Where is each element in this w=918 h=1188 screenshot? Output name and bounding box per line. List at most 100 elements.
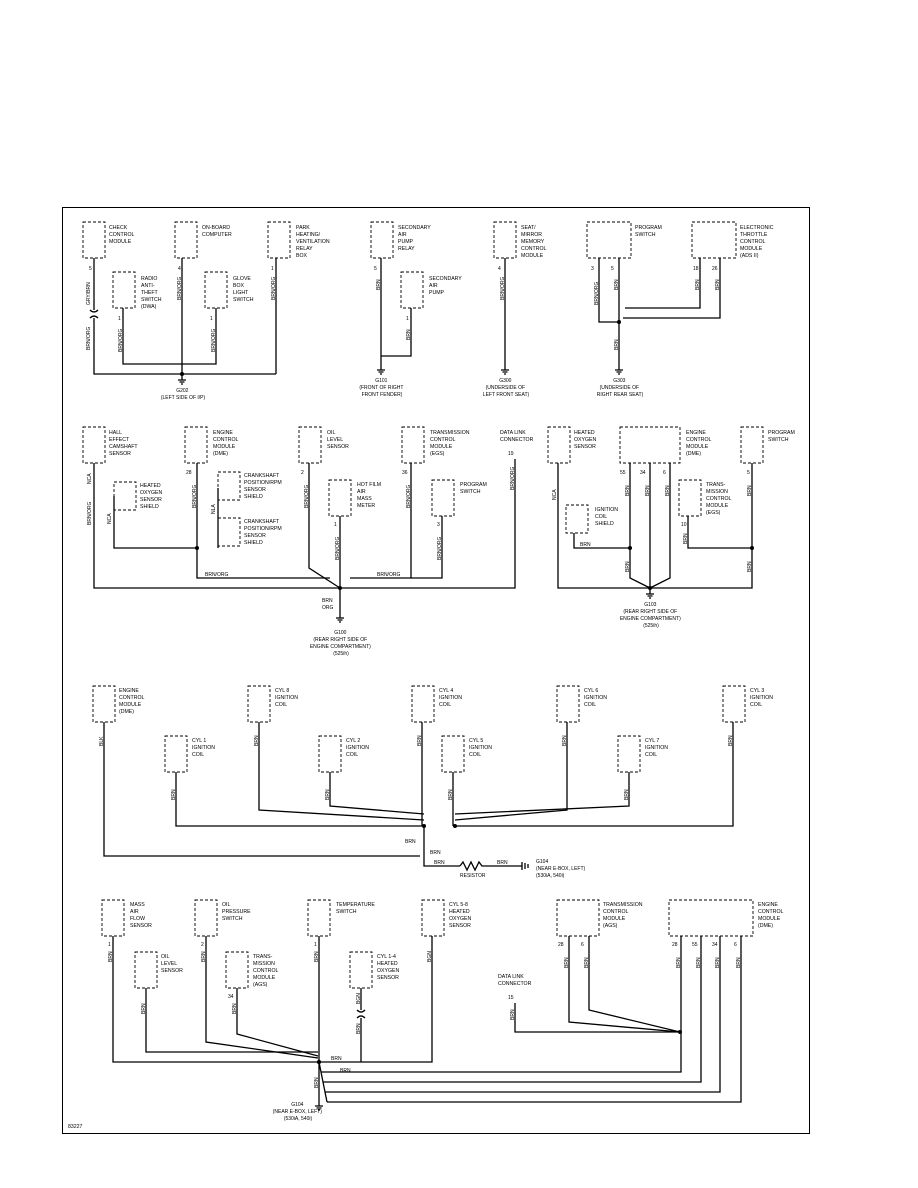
pin: 1 [334,522,337,528]
program-switch-box [586,221,632,259]
wire-label: BRN [331,1056,342,1062]
wire-label: BRN [405,839,416,845]
program-switch-3-box [740,426,764,464]
wire-label: BRN [108,951,114,962]
wire [103,722,420,857]
program-switch-2-label: PROGRAM SWITCH [460,482,488,495]
park-heating-relay-label: PARK HEATING/ VENTILATION RELAY BOX [296,225,331,259]
hall-effect-sensor-label: HALL EFFECT CAMSHAFT SENSOR [109,430,139,457]
ignition-coil-shield-box [565,504,589,534]
resistor-symbol [459,860,522,872]
connector-break [89,309,99,319]
g103-label: G103 (REAR RIGHT SIDE OF ENGINE COMPARTM… [620,602,682,629]
engine-control-module-5-box [668,899,754,937]
wire [325,936,721,1093]
pin: 18 [693,266,699,272]
cyl3-coil-label: CYL 3 IGNITION COIL [750,688,775,708]
pin: 4 [178,266,181,272]
wire-label: BRN [406,329,412,340]
pin: 36 [402,470,408,476]
wire-label: BRN [141,1003,147,1014]
ground-symbol [178,374,186,385]
transmission-control-module-box [401,426,425,464]
wire-label: BRN/ORG [335,537,341,560]
wire [113,496,197,549]
heated-oxygen-sensor-label: HEATED OXYGEN SENSOR [574,430,598,450]
pin: 1 [406,316,409,322]
pin: 1 [271,266,274,272]
section-3: ENGINE CONTROL MODULE (DME) BLK CYL 1 IG… [92,685,775,879]
hot-film-air-mass-meter-box [328,479,352,517]
wire-label: BRN [417,735,423,746]
section-2: HALL EFFECT CAMSHAFT SENSOR NCA BRN/ORG … [82,426,796,657]
engine-control-module-3-box [619,426,681,464]
wire [112,936,318,1063]
cyl58-oxygen-sensor-box [421,899,445,937]
pin: 5 [747,470,750,476]
park-heating-relay-box [267,221,291,259]
pin: 3 [591,266,594,272]
pin: 34 [712,942,718,948]
wire-label: BRN/ORG [377,572,400,578]
wire [93,258,276,375]
wire-label: BRN [625,561,631,572]
radio-anti-theft-box [112,271,136,309]
wire-label: BLK [99,736,105,746]
wire-label: BRN [376,279,382,290]
wire-label: BRN ORG [322,598,334,611]
cyl5-coil-box [441,735,465,773]
crankshaft-sensor-shield-1-label: CRANKSHAFT POSITION/RPM SENSOR SHIELD [244,473,283,500]
wire-label: BRN [715,957,721,968]
pin: 1 [108,942,111,948]
pin: 28 [672,942,678,948]
section-4: MASS AIR FLOW SENSOR 1 BRN OIL LEVEL SEN… [101,899,783,1122]
cyl58-oxygen-sensor-label: CYL 5-8 HEATED OXYGEN SENSOR [449,902,473,929]
wire [323,936,702,1083]
crankshaft-sensor-shield-2-box [217,517,241,547]
splice [628,546,632,550]
wire-label: BRN/ORG [406,485,412,508]
wire [454,722,568,821]
pin: 5 [374,266,377,272]
glove-box-light-switch-box [204,271,228,309]
wire-label: BRN/ORG [87,502,93,525]
wire-label: BGN [356,993,362,1004]
pin: 2 [301,470,304,476]
cyl5-coil-label: CYL 5 IGNITION COIL [469,738,494,758]
wire-label: BRN [325,789,331,800]
secondary-air-pump-box [400,271,424,309]
check-control-module-label: CHECK CONTROL MODULE [109,225,136,245]
ground-symbol [336,588,344,623]
pin: 3 [437,522,440,528]
wire-label: BRN [747,561,753,572]
wire [321,936,682,1073]
cyl6-coil-label: CYL 6 IGNITION COIL [584,688,609,708]
wire-label: BRN [645,485,651,496]
wire-label: BRN [614,279,620,290]
wire [182,308,217,365]
cyl14-oxygen-sensor-box [349,951,373,989]
pin: 2 [201,942,204,948]
wire [652,463,753,589]
program-switch-label: PROGRAM SWITCH [635,225,663,238]
wire-label: BRN [665,485,671,496]
program-switch-3-label: PROGRAM SWITCH [768,430,796,443]
cyl8-coil-box [247,685,271,723]
wire-label: NCA [87,473,93,484]
tcm-ags-1-label: TRANSMISSION CONTROL MODULE (AGS) [603,902,644,929]
cyl1-coil-label: CYL 1 IGNITION COIL [192,738,217,758]
mass-air-flow-sensor-box [101,899,125,937]
wire-label: BRN/ORG [192,485,198,508]
wire [258,722,425,821]
cyl14-oxygen-sensor-label: CYL 1-4 HEATED OXYGEN SENSOR [377,954,401,981]
wire [598,258,620,366]
wire [236,988,319,1057]
wire-label: BRN [728,735,734,746]
wire [557,463,650,589]
transmission-control-module-label: TRANSMISSION CONTROL MODULE (EGS) [430,430,471,457]
glove-box-light-switch-label: GLOVE BOX LIGHT SWITCH [233,276,254,303]
cyl4-coil-label: CYL 4 IGNITION COIL [439,688,464,708]
wire [623,258,721,319]
g104a-label: G104 (NEAR E-BOX, LEFT) (530iA, 540i) [536,859,587,879]
wire-label: NLA [211,504,217,514]
